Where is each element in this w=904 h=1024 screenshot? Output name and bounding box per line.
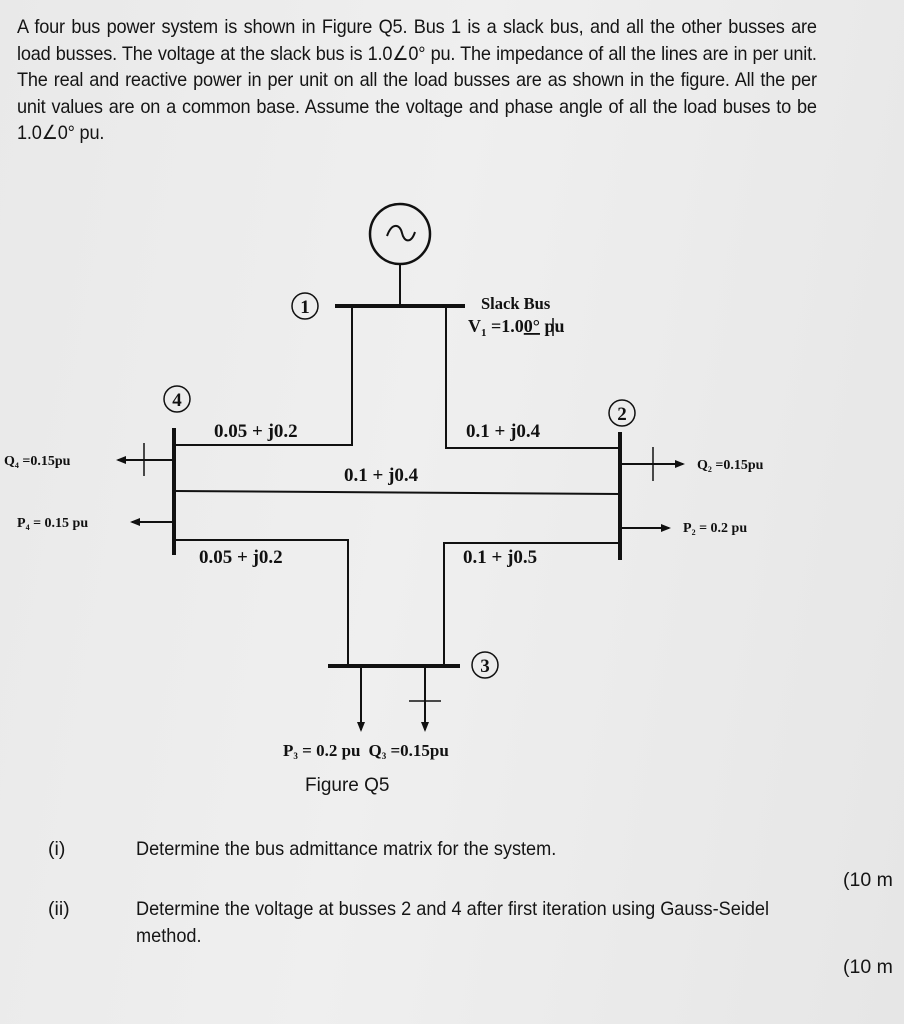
slack-bus-label: Slack Bus <box>481 294 551 313</box>
generator-icon <box>368 202 432 305</box>
problem-text: A four bus power system is shown in Figu… <box>17 16 817 144</box>
marks-question-2: (10 m <box>843 956 893 978</box>
bus-2-q-label: Q2 =0.15pu <box>697 458 764 474</box>
line-2-3 <box>443 542 620 665</box>
impedance-line-1-2: 0.1 + j0.4 <box>466 421 541 442</box>
figure-caption: Figure Q5 <box>305 775 390 796</box>
impedance-line-2-3: 0.1 + j0.5 <box>463 547 537 568</box>
bus-2-number-circle <box>608 399 636 427</box>
bus-1-number-circle <box>291 292 319 320</box>
impedance-line-1-4: 0.05 + j0.2 <box>214 421 298 442</box>
bus-2-number: 2 <box>617 404 627 425</box>
impedance-line-4-2: 0.1 + j0.4 <box>344 465 419 486</box>
bus-4-q-label: Q4 =0.15pu <box>4 454 71 470</box>
bus-3-number: 3 <box>480 656 490 677</box>
line-1-2 <box>445 306 620 449</box>
question-number: (ii) <box>48 898 70 920</box>
slack-bus-voltage: V1 =1.00° pu <box>468 316 565 339</box>
bus-2-p-label: P2 = 0.2 pu <box>683 521 747 537</box>
bus-1-number: 1 <box>300 297 310 318</box>
question-text: Determine the voltage at busses 2 and 4 … <box>136 898 770 947</box>
marks-question-1: (10 m <box>843 869 893 891</box>
bus-4-p-label: P4 = 0.15 pu <box>17 516 88 532</box>
line-4-2 <box>173 490 621 495</box>
line-4-3 <box>174 539 349 665</box>
bus-3-number-circle <box>471 651 499 679</box>
question-number: (i) <box>48 838 66 860</box>
bus-4-number: 4 <box>172 390 182 411</box>
impedance-line-4-3: 0.05 + j0.2 <box>199 547 283 568</box>
bus-4-number-circle <box>163 385 191 413</box>
problem-statement: A four bus power system is shown in Figu… <box>17 14 817 147</box>
line-1-4 <box>176 306 353 446</box>
question-text: Determine the bus admittance matrix for … <box>136 838 557 860</box>
figure-q5-diagram: 1 4 2 3 Slack Bus V1 =1.00° pu 0.05 + j0… <box>4 202 764 761</box>
